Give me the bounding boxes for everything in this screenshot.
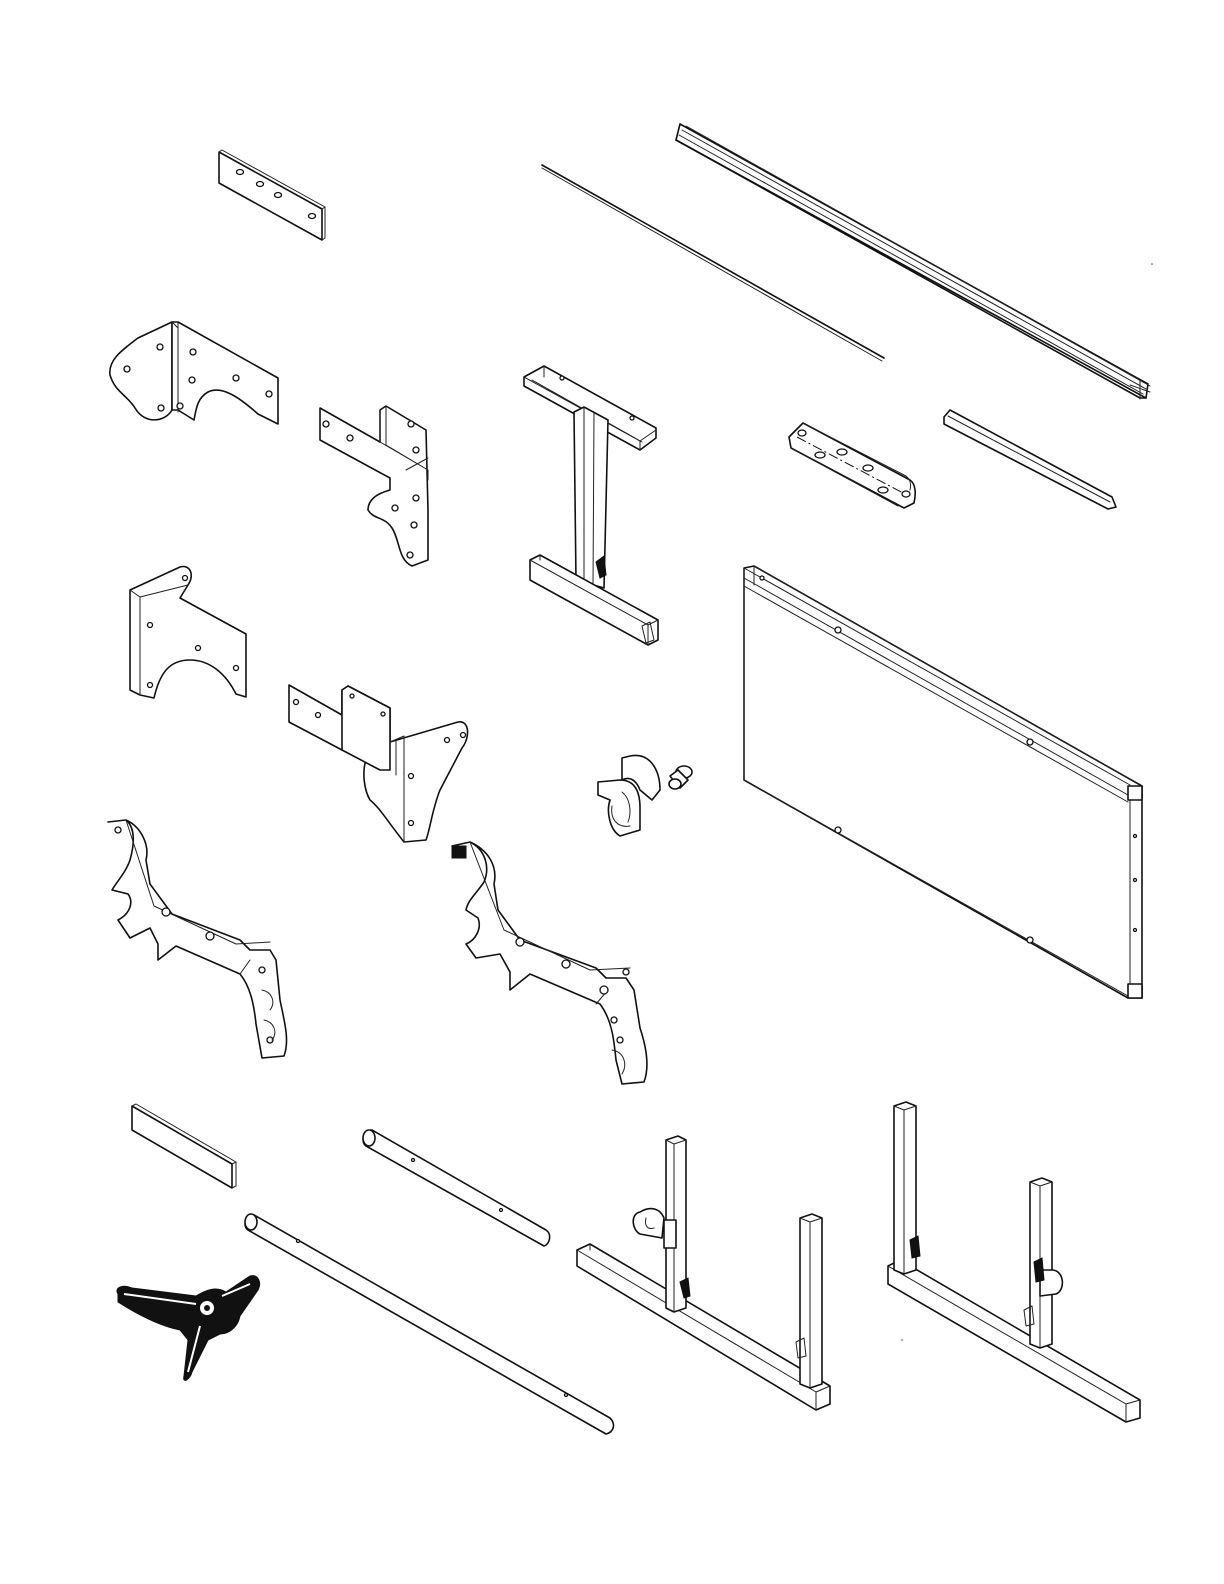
spring-clamp: [117, 1276, 260, 1381]
long-round-tube: [245, 1214, 613, 1434]
corner-bracket-right-a: [320, 406, 428, 566]
rectangular-panel-frame: [744, 566, 1142, 998]
thin-rod: [542, 165, 884, 361]
long-channel-rail: [676, 124, 1150, 399]
rod-holder-clip: [598, 755, 660, 836]
t-stand-with-channel-top: [524, 366, 658, 645]
corner-bracket-right-b: [289, 685, 468, 842]
speck-mark: [1151, 263, 1153, 265]
rubber-pad: [132, 1104, 236, 1188]
trim-strip: [944, 410, 1116, 509]
speck-mark: [901, 1339, 903, 1341]
knob-screw: [669, 766, 692, 789]
corner-bracket-left-b: [130, 566, 246, 698]
angle-bracket-slotted: [789, 423, 915, 508]
spine-bracket-left: [108, 820, 287, 1058]
corner-bracket-left-a: [110, 322, 278, 424]
short-round-tube: [363, 1130, 550, 1246]
h-frame-stand-right: [888, 1102, 1140, 1422]
h-frame-stand-left: [577, 1136, 830, 1410]
spine-bracket-right: [452, 842, 647, 1084]
flat-connector-plate: [219, 150, 325, 240]
